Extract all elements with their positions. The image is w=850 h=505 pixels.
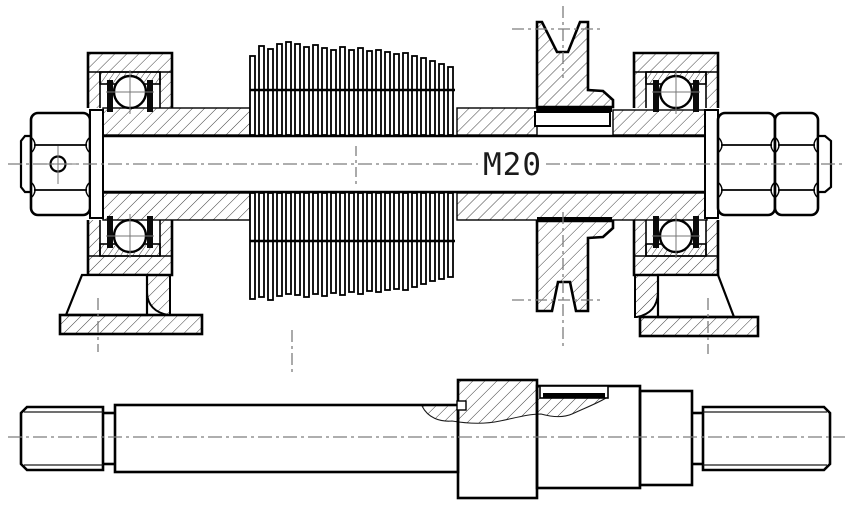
brush-strip <box>285 41 292 136</box>
brush-strip <box>429 60 436 136</box>
brush-strip <box>411 55 418 136</box>
brush-strip <box>393 53 400 136</box>
brush-strip <box>276 192 283 297</box>
pulley-lower-half <box>535 219 615 313</box>
centerlines <box>8 6 843 376</box>
brush-strip <box>366 50 373 136</box>
brush-strip <box>303 192 310 298</box>
brush-strip <box>258 192 265 298</box>
thread-lines <box>24 411 827 466</box>
brush-strip <box>321 47 328 136</box>
keyway-band-upper <box>537 107 612 112</box>
brush-strip <box>348 49 355 136</box>
right-pedestal-leg <box>634 273 760 338</box>
keyway-slot <box>539 385 609 399</box>
break-line <box>421 397 607 424</box>
brush-strip <box>330 49 337 136</box>
brush-wheel-lower <box>249 192 454 301</box>
brush-strip <box>447 192 454 278</box>
brush-strip <box>285 192 292 295</box>
brush-strip <box>375 49 382 136</box>
keyway-band-lower <box>537 217 612 221</box>
brush-strip <box>294 192 301 296</box>
brush-strip <box>339 192 346 296</box>
brush-strip <box>438 63 445 136</box>
v-belt-pulley <box>534 20 615 313</box>
brush-strip <box>402 52 409 136</box>
relief-groove <box>456 400 467 411</box>
brush-strip <box>420 57 427 136</box>
thread-size-label: M20 <box>483 147 542 183</box>
brush-strip <box>357 47 364 136</box>
left-bearing-unit <box>86 51 174 277</box>
brush-strip <box>312 192 319 295</box>
shaft-profile <box>19 378 832 500</box>
right-foot-flange <box>638 315 760 338</box>
brush-strip <box>429 192 436 282</box>
brush-strip <box>330 192 337 294</box>
left-foot-flange <box>58 313 204 336</box>
brush-strip <box>267 192 274 301</box>
brush-strip <box>438 192 445 280</box>
brush-strip <box>384 51 391 136</box>
brush-strip <box>249 192 256 300</box>
brush-strip <box>375 192 382 293</box>
brush-strip <box>357 192 364 295</box>
shaft-side-view <box>8 378 845 500</box>
sectional-assembly-view: M20 <box>8 6 843 376</box>
brush-strip <box>447 66 454 136</box>
broken-out-section <box>422 380 606 424</box>
left-pedestal-leg <box>58 273 204 336</box>
brush-strip <box>420 192 427 285</box>
brush-strip <box>249 55 256 136</box>
brush-wheel-upper <box>249 41 454 136</box>
pulley-upper-half <box>535 20 615 109</box>
key <box>534 111 611 127</box>
shaft-section <box>92 134 716 194</box>
brush-strip <box>321 192 328 297</box>
brush-strip <box>348 192 355 293</box>
right-bearing-unit <box>632 51 720 277</box>
brush-strip <box>267 48 274 136</box>
